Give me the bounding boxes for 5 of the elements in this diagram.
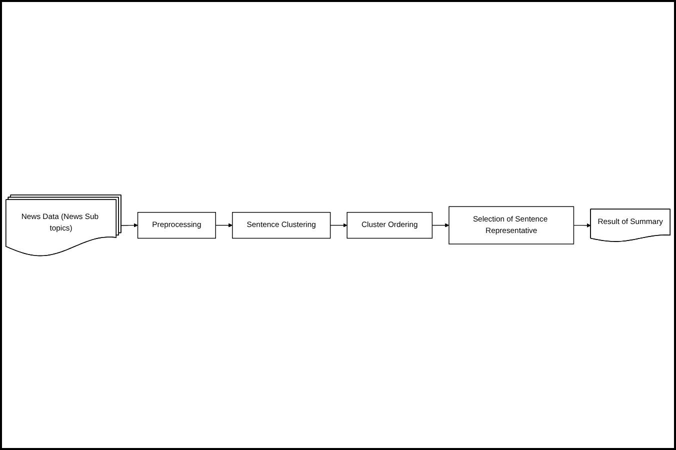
arrow (120, 222, 138, 228)
arrow (330, 222, 348, 228)
arrow (432, 222, 450, 228)
arrow (573, 223, 591, 228)
arrow (215, 222, 233, 228)
